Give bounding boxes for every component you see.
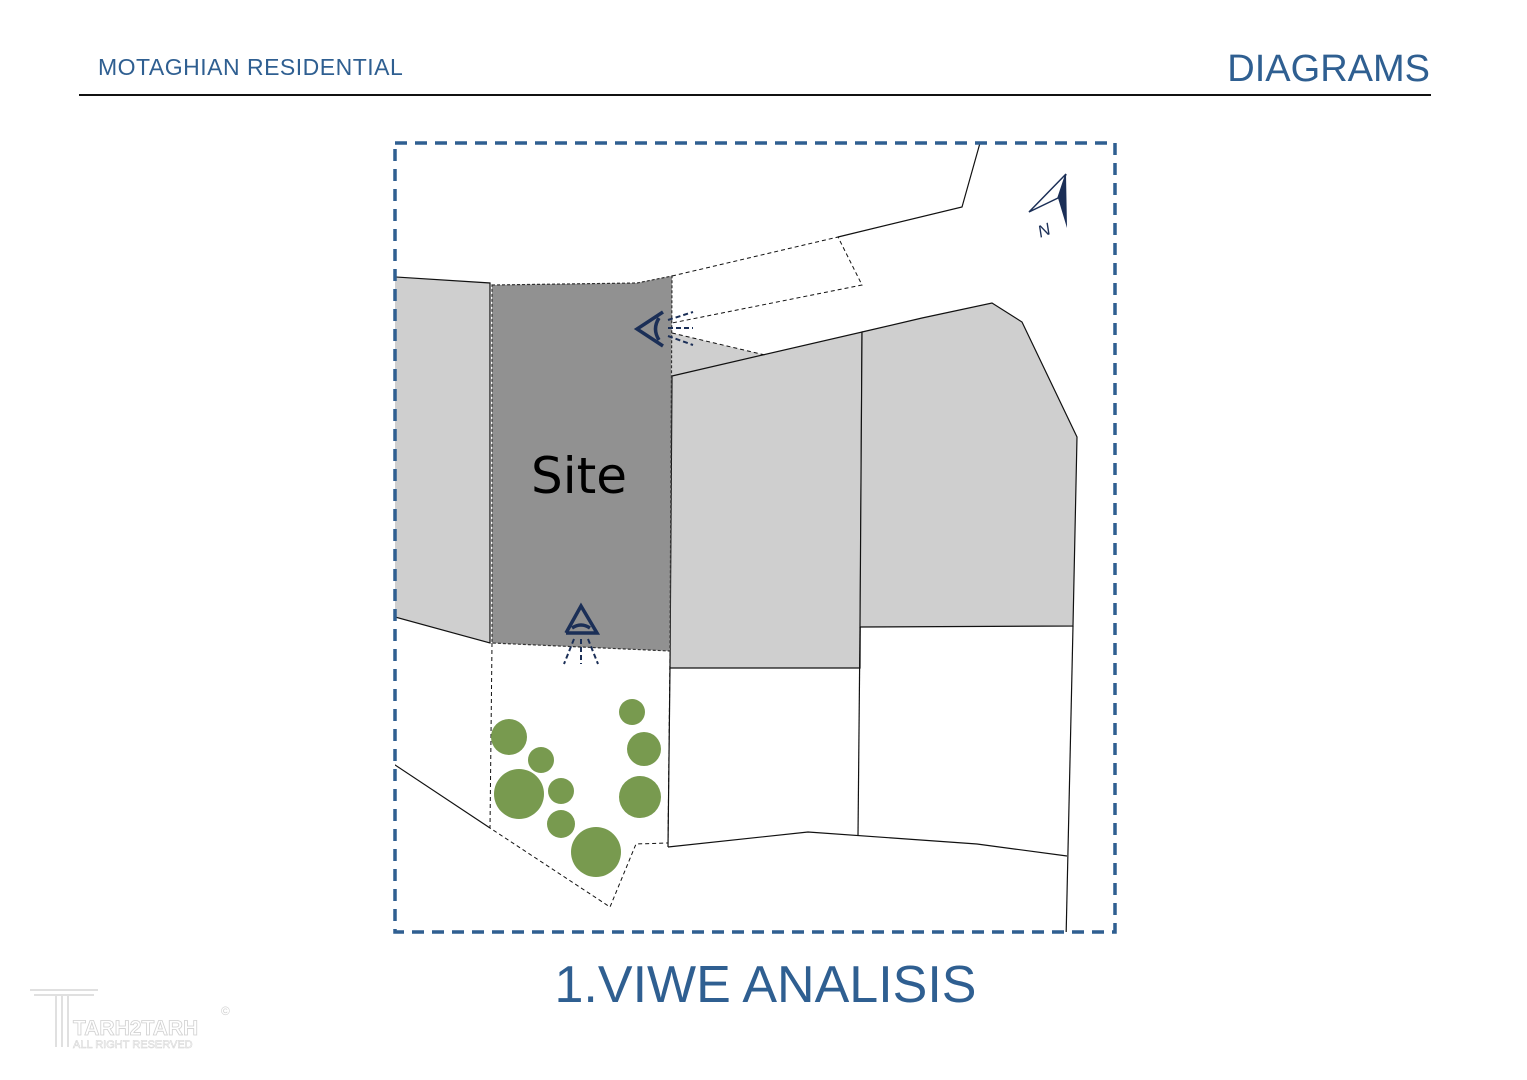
- diagram-caption: 1.VIWE ANALISIS: [554, 956, 977, 1014]
- diagram-frame: [393, 141, 1117, 934]
- tree: [619, 776, 661, 818]
- tree: [548, 778, 574, 804]
- road-edge: [671, 236, 863, 324]
- tree: [528, 747, 554, 773]
- copyright-symbol: ©: [221, 1004, 230, 1018]
- lot-line: [667, 831, 1068, 857]
- north-arrow-icon: N: [1028, 173, 1067, 241]
- north-label: N: [1035, 219, 1054, 241]
- watermark-rights: ALL RIGHT RESERVED: [73, 1039, 193, 1051]
- section-title: DIAGRAMS: [1227, 48, 1430, 90]
- site-label: Site: [531, 447, 627, 505]
- lot-line: [857, 626, 861, 837]
- tree: [619, 699, 645, 725]
- road-edge-north: [837, 143, 981, 238]
- neighbor-lot-middle: [669, 331, 863, 669]
- tree: [491, 719, 527, 755]
- tree: [571, 827, 621, 877]
- neighbor-wedge: [672, 333, 765, 376]
- site-lot: [491, 275, 673, 652]
- tree: [547, 810, 575, 838]
- lot-line: [395, 764, 491, 829]
- tree: [494, 769, 544, 819]
- watermark-brand: TARH2TARH: [73, 1017, 198, 1040]
- eye-view-icon-south: [563, 602, 601, 665]
- wedge-dashed: [671, 332, 766, 356]
- watermark-logo: TARH2TARH ALL RIGHT RESERVED ©: [30, 989, 230, 1051]
- lot-line: [667, 667, 671, 848]
- neighbor-lot-right: [859, 302, 1078, 628]
- lot-line: [1065, 625, 1074, 932]
- yard-boundary: [489, 642, 671, 908]
- tree: [627, 732, 661, 766]
- header-divider: [79, 94, 1431, 96]
- project-title: MOTAGHIAN RESIDENTIAL: [98, 54, 404, 80]
- neighbor-lot-left: [395, 276, 491, 644]
- eye-view-icon-east: [633, 310, 694, 348]
- trees: [491, 699, 661, 877]
